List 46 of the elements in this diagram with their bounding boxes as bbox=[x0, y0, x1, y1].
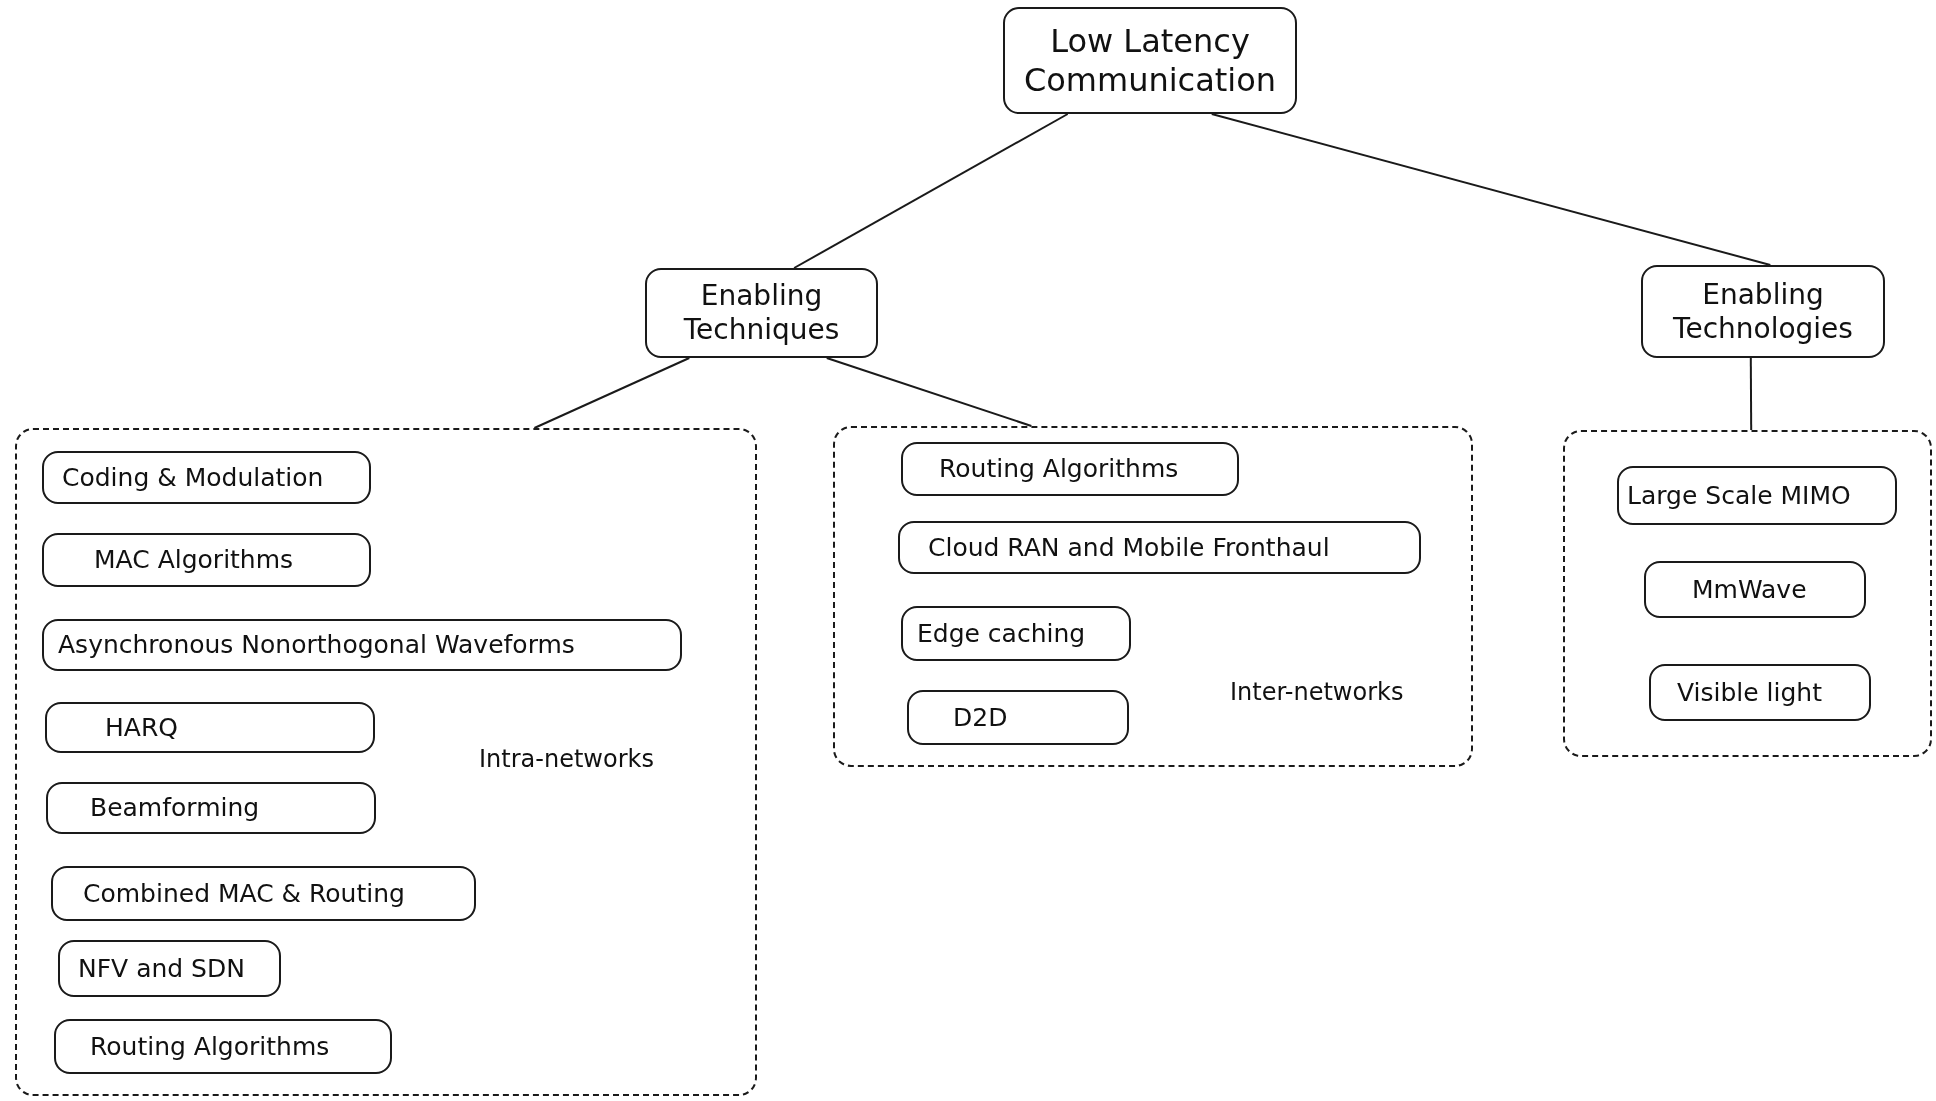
node-label: Visible light bbox=[1677, 677, 1823, 708]
group-label: Intra-networks bbox=[479, 745, 654, 773]
connector-line bbox=[825, 357, 1033, 427]
rounded-box bbox=[1003, 7, 1297, 114]
node-label: Cloud RAN and Mobile Fronthaul bbox=[928, 532, 1330, 563]
node-label: Routing Algorithms bbox=[939, 454, 1179, 484]
rounded-box bbox=[645, 268, 878, 358]
dashed-group-box bbox=[1563, 430, 1932, 757]
connector-line bbox=[1210, 113, 1772, 266]
node-label: Low Latency Communication bbox=[1022, 22, 1278, 99]
connector-line bbox=[1749, 357, 1753, 431]
rounded-box bbox=[42, 619, 682, 671]
rounded-box bbox=[42, 451, 371, 504]
rounded-box bbox=[1649, 664, 1871, 721]
rounded-box bbox=[42, 533, 371, 587]
node-label: Coding & Modulation bbox=[62, 462, 324, 493]
node-label: Routing Algorithms bbox=[90, 1031, 330, 1062]
rounded-box bbox=[898, 521, 1421, 574]
rounded-box bbox=[907, 690, 1129, 745]
node-label: Edge caching bbox=[917, 618, 1086, 649]
rounded-box bbox=[46, 782, 376, 834]
node-label: HARQ bbox=[105, 712, 178, 743]
rounded-box bbox=[58, 940, 281, 997]
rounded-box bbox=[901, 606, 1131, 661]
rounded-box bbox=[1641, 265, 1885, 358]
node-label: MAC Algorithms bbox=[94, 545, 294, 575]
node-label: D2D bbox=[953, 702, 1008, 733]
node-label: Combined MAC & Routing bbox=[83, 878, 405, 909]
connector-line bbox=[533, 357, 691, 429]
connector-line bbox=[793, 113, 1069, 269]
rounded-box bbox=[1644, 561, 1866, 618]
node-label: Asynchronous Nonorthogonal Waveforms bbox=[58, 630, 575, 660]
dashed-group-box bbox=[15, 428, 757, 1096]
group-label: Inter-networks bbox=[1230, 678, 1404, 706]
node-label: NFV and SDN bbox=[78, 953, 245, 984]
rounded-box bbox=[51, 866, 476, 921]
node-label: Large Scale MIMO bbox=[1627, 480, 1851, 511]
node-label: MmWave bbox=[1692, 574, 1807, 605]
rounded-box bbox=[1617, 466, 1897, 525]
rounded-box bbox=[45, 702, 375, 753]
rounded-box bbox=[54, 1019, 392, 1074]
dashed-group-box bbox=[833, 426, 1473, 767]
node-label: Enabling Techniques bbox=[682, 279, 841, 347]
node-label: Enabling Technologies bbox=[1672, 277, 1854, 346]
node-label: Beamforming bbox=[90, 793, 260, 823]
rounded-box bbox=[901, 442, 1239, 496]
